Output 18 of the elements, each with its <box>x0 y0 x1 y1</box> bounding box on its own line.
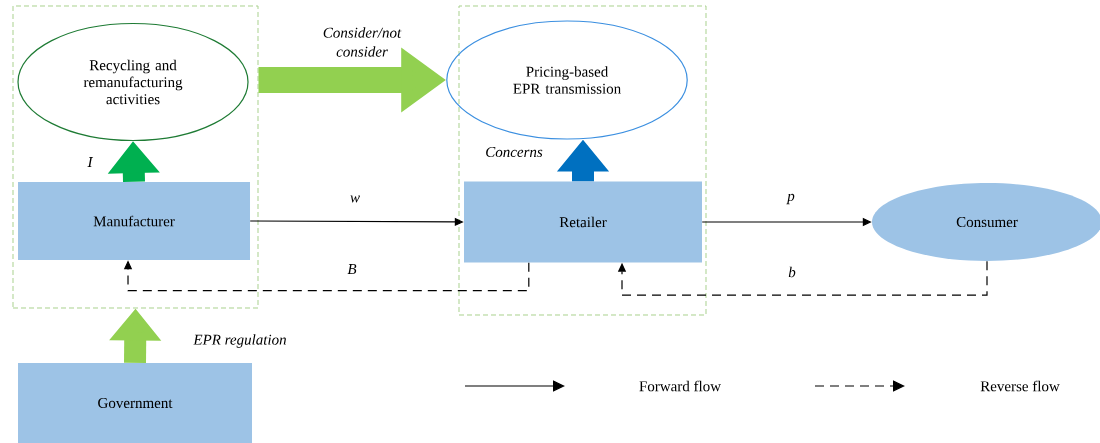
edge-label: EPR regulation <box>193 334 286 348</box>
edge-label: I <box>87 157 94 167</box>
ellipse-node: Recycling and remanufacturing activities <box>17 22 249 142</box>
edge-label: Consider/not consider <box>323 27 402 57</box>
process-box: Government <box>18 363 252 443</box>
legend-label: Reverse flow <box>980 380 1060 392</box>
edge-label: B <box>347 264 357 274</box>
process-box: Manufacturer <box>18 182 250 260</box>
edge-label: p <box>786 193 795 205</box>
edge-label: Concerns <box>486 146 543 158</box>
edge-label: w <box>350 195 360 203</box>
dashed-group-box <box>458 5 707 316</box>
edge-label: b <box>788 266 796 278</box>
dashed-group-box <box>12 5 259 309</box>
process-box: Retailer <box>464 181 702 263</box>
arrow <box>617 260 988 296</box>
legend-label: Forward flow <box>639 380 721 392</box>
ellipse-node: Pricing-based EPR transmission <box>446 20 688 140</box>
